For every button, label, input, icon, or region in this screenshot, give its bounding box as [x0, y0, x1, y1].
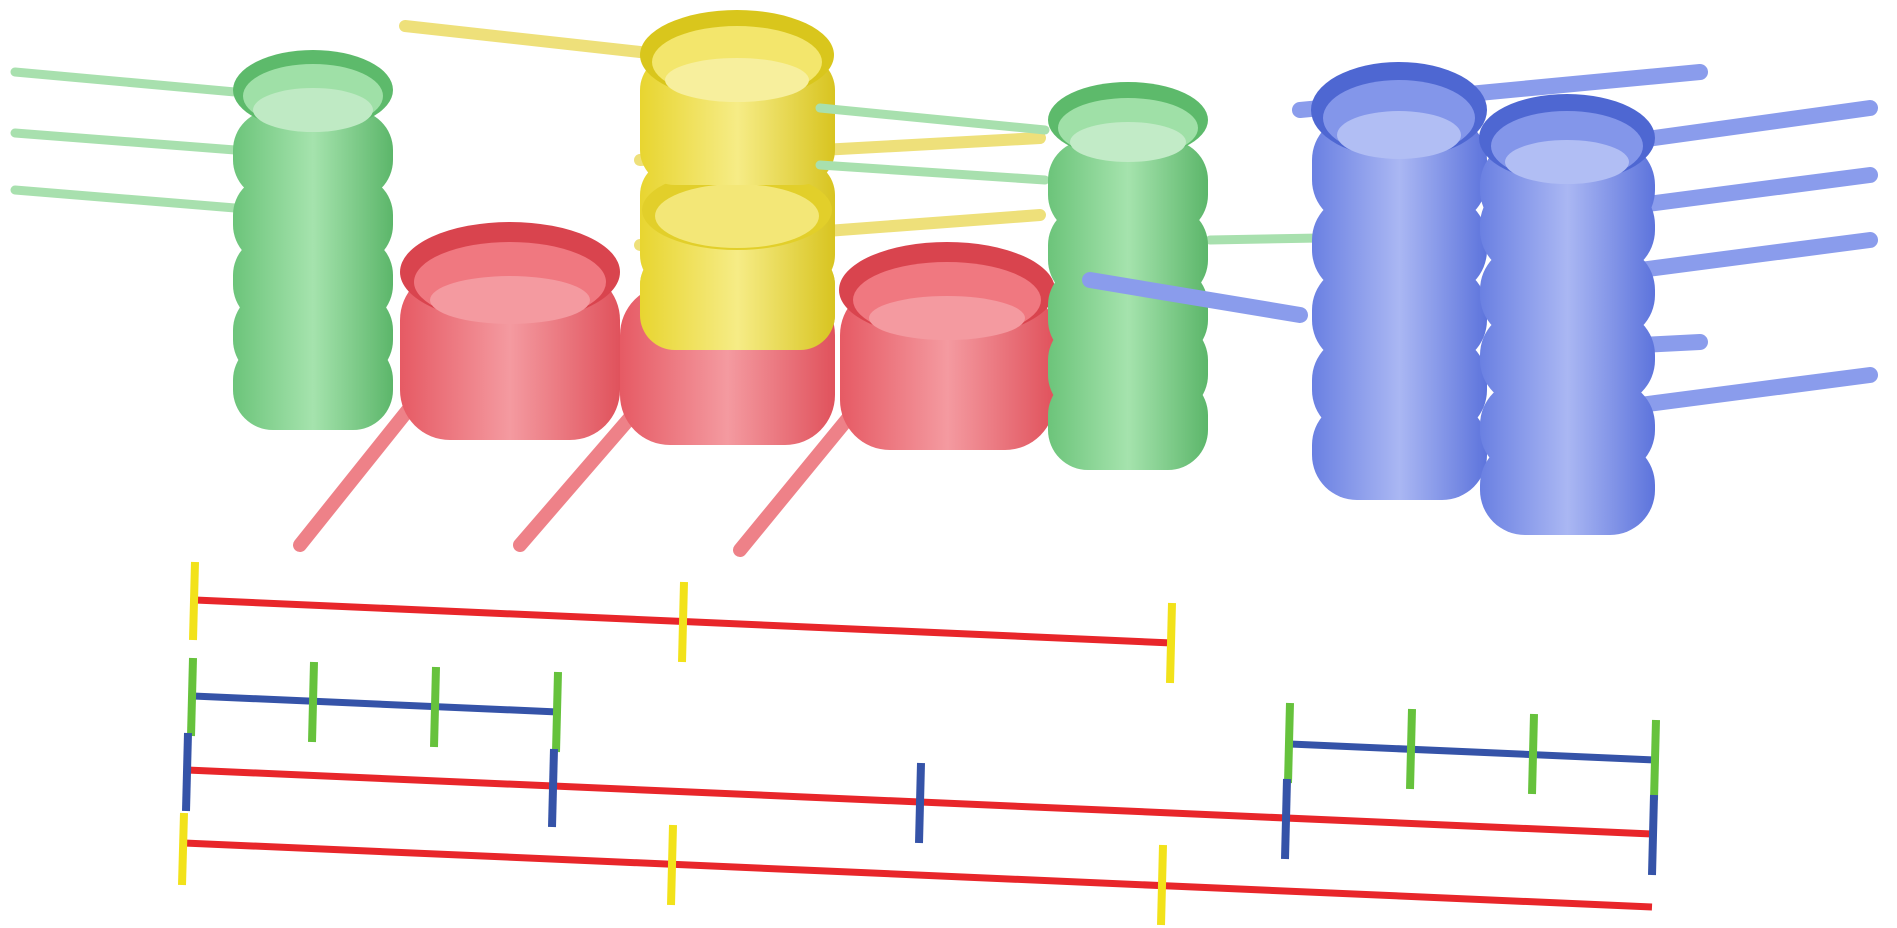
bar-row-4 — [178, 812, 1653, 926]
blue-handle — [1082, 64, 1878, 413]
blue-measure-line — [192, 692, 559, 716]
blue-cup-stacks — [1082, 62, 1878, 535]
blue-tick — [915, 762, 925, 844]
bar-row-2-right — [1284, 702, 1660, 801]
green-handle — [815, 103, 1325, 245]
red-saucepan-row — [293, 222, 1055, 557]
bar-row-3 — [182, 732, 1658, 876]
green-tick — [1650, 719, 1660, 801]
red-saucepan — [733, 242, 1055, 557]
green-tick — [1528, 713, 1538, 795]
blue-tick — [1648, 794, 1658, 876]
green-tick — [552, 671, 562, 753]
blue-tick — [182, 732, 192, 812]
measurement-bars — [178, 561, 1660, 926]
red-saucepan — [293, 222, 620, 552]
green-handle — [10, 67, 240, 213]
blue-measure-line — [1289, 740, 1656, 764]
green-cup-stack-left — [10, 50, 393, 430]
yellow-tick — [1157, 844, 1167, 926]
blue-tick — [1281, 778, 1291, 860]
green-tick — [1406, 708, 1416, 790]
blue-tick — [548, 748, 558, 828]
yellow-tick — [678, 581, 688, 663]
green-tick — [187, 657, 197, 737]
green-tick — [430, 666, 440, 748]
green-tick — [308, 661, 318, 743]
yellow-tick — [1166, 602, 1176, 684]
red-measure-line — [183, 839, 1653, 911]
green-cup-stack-right — [815, 82, 1325, 470]
yellow-tick — [667, 824, 677, 906]
bar-row-1 — [189, 561, 1176, 684]
yellow-tick — [189, 561, 199, 641]
green-tick — [1284, 702, 1294, 784]
yellow-tick — [178, 812, 188, 886]
bar-row-2-left — [187, 657, 562, 753]
